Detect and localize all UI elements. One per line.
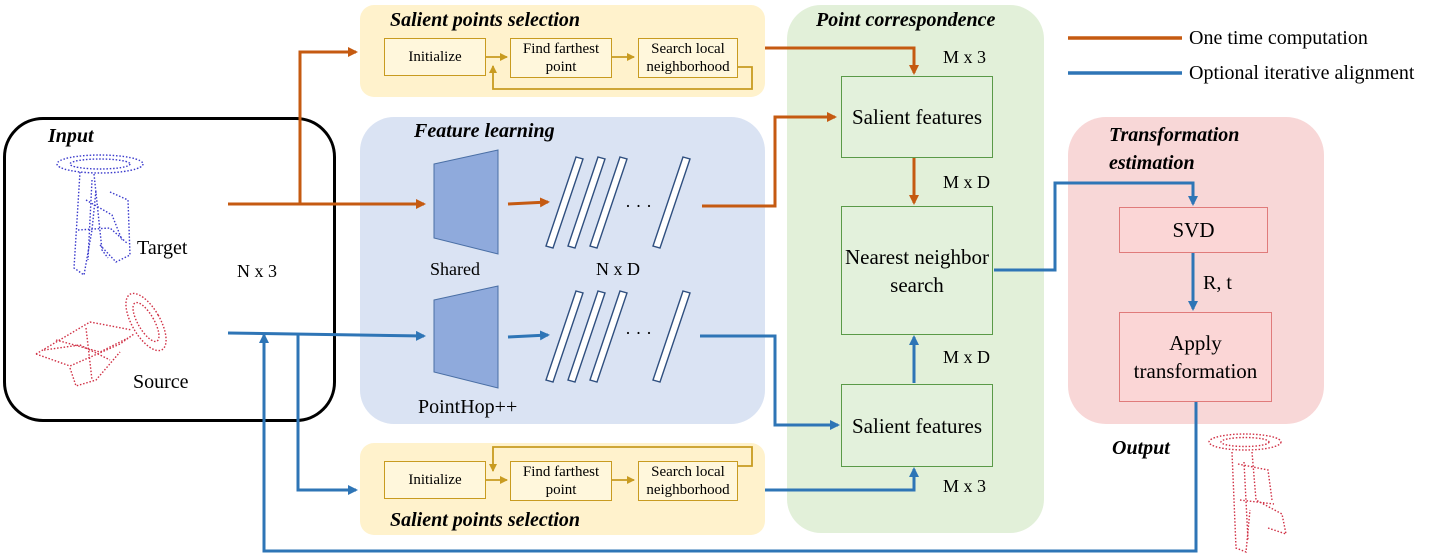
layers-ellipsis-bottom: · · · [625,323,652,343]
input-title: Input [48,125,94,147]
initialize-box-top: Initialize [384,38,486,76]
feature-learning-title: Feature learning [414,120,555,142]
blue-input-to-salient-bottom-arrow [296,333,358,495]
transformation-title: Transformation estimation [1109,124,1240,174]
dim-md-bottom-label: M x D [943,347,991,367]
shared-trapezoid-top [433,149,499,255]
dim-m3-top-label: M x 3 [943,47,987,67]
search-local-box-top: Search local neighborhood [638,38,738,78]
input-panel [3,117,336,422]
layer-slab [567,156,606,249]
legend-one-time-label: One time computation [1189,27,1368,49]
layer-slab [589,290,628,383]
layer-slab [652,290,691,383]
initialize-box-bottom: Initialize [384,461,486,499]
salient-features-bottom-box: Salient features [841,384,993,467]
source-point-cloud [35,292,167,387]
features-dim-label: N x D [596,259,640,279]
find-farthest-box-bottom: Find farthest point [510,461,612,501]
legend-iterative-label: Optional iterative alignment [1189,62,1415,84]
layer-slab [545,156,584,249]
layers-ellipsis-top: · · · [625,196,652,216]
target-label: Target [137,237,188,259]
salient-features-top-box: Salient features [841,76,993,158]
input-dim-label: N x 3 [237,261,277,281]
search-local-box-bottom: Search local neighborhood [638,461,738,501]
layer-slab [567,290,606,383]
blue-iterative-loop-arrow [259,333,1198,553]
find-farthest-box-top: Find farthest point [510,38,612,78]
dim-m3-bottom-label: M x 3 [943,476,987,496]
shared-trapezoid-bottom [433,285,499,389]
output-title: Output [1112,437,1170,459]
shared-label: Shared [430,259,480,279]
salient-bottom-loop [489,446,753,472]
rt-label: R, t [1203,272,1232,294]
layer-slab [652,156,691,249]
blue-nn-to-svd-arrow [994,181,1198,272]
blue-input-to-feature-arrow [227,330,426,341]
layer-slab [545,290,584,383]
output-point-cloud [1208,433,1287,553]
svd-box: SVD [1119,207,1268,253]
salient-bottom-title: Salient points selection [390,509,581,531]
layer-slab [589,156,628,249]
nearest-neighbor-box: Nearest neighbor search [841,206,993,335]
point-correspondence-title: Point correspondence [816,9,996,31]
orange-salient-top-to-features-arrow [765,46,919,75]
blue-features-to-salient-arrow [700,334,840,430]
orange-trapezoid-to-layers-arrow [507,197,550,208]
blue-trapezoid-to-layers-arrow [507,330,550,341]
salient-top-loop [489,65,753,90]
target-point-cloud [56,154,144,277]
blue-salient-bottom-to-features-arrow [765,467,919,492]
source-label: Source [133,371,189,393]
feature-learning-panel [360,117,765,424]
pointhop-label: PointHop++ [418,396,518,418]
salient-top-title: Salient points selection [390,9,581,31]
dim-md-top-label: M x D [943,172,991,192]
apply-transformation-box: Apply transformation [1119,312,1272,402]
orange-input-to-salient-top-arrow [298,47,358,204]
orange-features-to-salient-arrow [702,112,837,208]
